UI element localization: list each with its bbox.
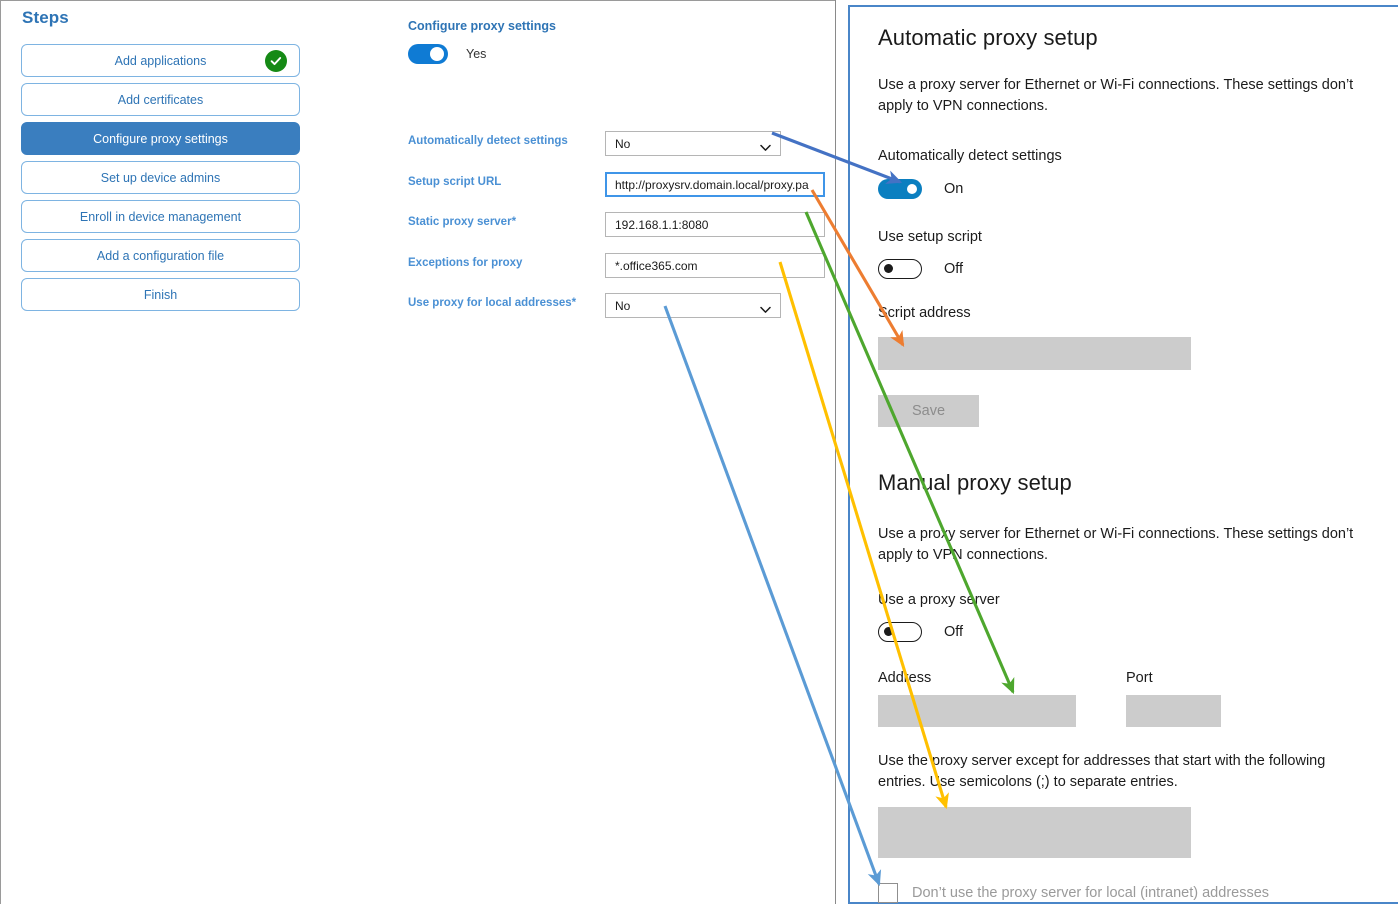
step-label: Set up device admins — [100, 170, 221, 185]
automatically-detect-settings-toggle-row: On — [878, 179, 963, 199]
toggle-knob — [884, 627, 893, 636]
automatic-proxy-setup-heading: Automatic proxy setup — [878, 25, 1098, 50]
automatically-detect-settings-toggle[interactable] — [878, 179, 922, 199]
window-top-border — [0, 0, 836, 1]
automatically-detect-settings-state: On — [944, 181, 964, 197]
field-label: Setup script URL — [408, 176, 502, 188]
use-a-proxy-server-state: Off — [944, 624, 964, 640]
window-left-border — [0, 0, 1, 904]
step-label: Enroll in device management — [79, 209, 242, 224]
use-a-proxy-server-toggle-row: Off — [878, 622, 963, 642]
configure-proxy-toggle-label: Yes — [466, 47, 487, 61]
port-label: Port — [1126, 670, 1153, 686]
step-label: Configure proxy settings — [93, 131, 228, 146]
steps-list: Add applications Add certificates Config… — [21, 44, 300, 317]
configure-proxy-toggle[interactable] — [408, 44, 448, 64]
exceptions-for-proxy-input[interactable]: *.office365.com — [605, 253, 825, 278]
chevron-down-icon — [760, 140, 771, 151]
field-label: Use proxy for local addresses* — [408, 297, 577, 309]
input-value: http://proxysrv.domain.local/proxy.pa — [615, 177, 809, 192]
proxy-exceptions-input[interactable] — [878, 807, 1191, 858]
local-bypass-checkbox-row[interactable]: Don’t use the proxy server for local (in… — [878, 883, 1269, 903]
manual-proxy-setup-description: Use a proxy server for Ethernet or Wi-Fi… — [878, 526, 1354, 563]
input-value: 192.168.1.1:8080 — [615, 217, 709, 232]
step-label: Add a configuration file — [96, 248, 225, 263]
configure-proxy-toggle-row: Yes — [408, 44, 486, 64]
setup-script-url-input[interactable]: http://proxysrv.domain.local/proxy.pa — [605, 172, 825, 197]
field-label: Exceptions for proxy — [408, 257, 523, 269]
step-label: Finish — [143, 287, 178, 302]
step-item-set-up-device-admins[interactable]: Set up device admins — [21, 161, 300, 194]
port-input[interactable] — [1126, 695, 1221, 727]
windows-proxy-settings-panel: Automatic proxy setup Use a proxy server… — [848, 5, 1398, 904]
script-address-label: Script address — [878, 305, 971, 321]
step-label: Add certificates — [117, 92, 204, 107]
step-item-configure-proxy-settings[interactable]: Configure proxy settings — [21, 122, 300, 155]
automatically-detect-settings-select[interactable]: No — [605, 131, 781, 156]
use-proxy-for-local-addresses-select[interactable]: No — [605, 293, 781, 318]
address-label: Address — [878, 670, 932, 686]
toggle-knob — [907, 184, 917, 194]
automatically-detect-settings-label: Automatically detect settings — [878, 148, 1062, 164]
step-item-finish[interactable]: Finish — [21, 278, 300, 311]
proxy-form-panel: Configure proxy settings Yes Automatical… — [405, 0, 830, 904]
use-setup-script-label: Use setup script — [878, 229, 982, 245]
use-setup-script-state: Off — [944, 261, 964, 277]
proxy-exceptions-description: Use the proxy server except for addresse… — [878, 753, 1326, 790]
select-value: No — [615, 298, 631, 313]
input-value: *.office365.com — [615, 258, 698, 273]
step-item-add-a-configuration-file[interactable]: Add a configuration file — [21, 239, 300, 272]
field-label: Automatically detect settings — [408, 135, 568, 147]
manual-proxy-setup-heading: Manual proxy setup — [878, 470, 1072, 495]
use-a-proxy-server-toggle[interactable] — [878, 622, 922, 642]
field-label: Static proxy server* — [408, 216, 517, 228]
local-bypass-label: Don’t use the proxy server for local (in… — [912, 885, 1270, 901]
use-setup-script-toggle[interactable] — [878, 259, 922, 279]
step-label: Add applications — [114, 53, 207, 68]
save-button[interactable]: Save — [878, 395, 979, 427]
step-item-add-certificates[interactable]: Add certificates — [21, 83, 300, 116]
step-item-enroll-in-device-management[interactable]: Enroll in device management — [21, 200, 300, 233]
green-check-circle-icon — [265, 49, 287, 72]
static-proxy-server-input[interactable]: 192.168.1.1:8080 — [605, 212, 825, 237]
vertical-divider — [835, 0, 836, 904]
script-address-input[interactable] — [878, 337, 1191, 370]
toggle-knob — [884, 264, 893, 273]
use-a-proxy-server-label: Use a proxy server — [878, 592, 1000, 608]
steps-panel: Steps Add applications Add certificates … — [0, 0, 320, 330]
toggle-knob — [430, 47, 444, 61]
form-heading: Configure proxy settings — [408, 19, 556, 33]
automatic-proxy-setup-description: Use a proxy server for Ethernet or Wi-Fi… — [878, 77, 1354, 114]
chevron-down-icon — [760, 302, 771, 313]
use-setup-script-toggle-row: Off — [878, 259, 963, 279]
select-value: No — [615, 136, 631, 151]
steps-title: Steps — [22, 8, 69, 27]
address-input[interactable] — [878, 695, 1076, 727]
checkbox-icon[interactable] — [878, 883, 898, 903]
step-item-add-applications[interactable]: Add applications — [21, 44, 300, 77]
